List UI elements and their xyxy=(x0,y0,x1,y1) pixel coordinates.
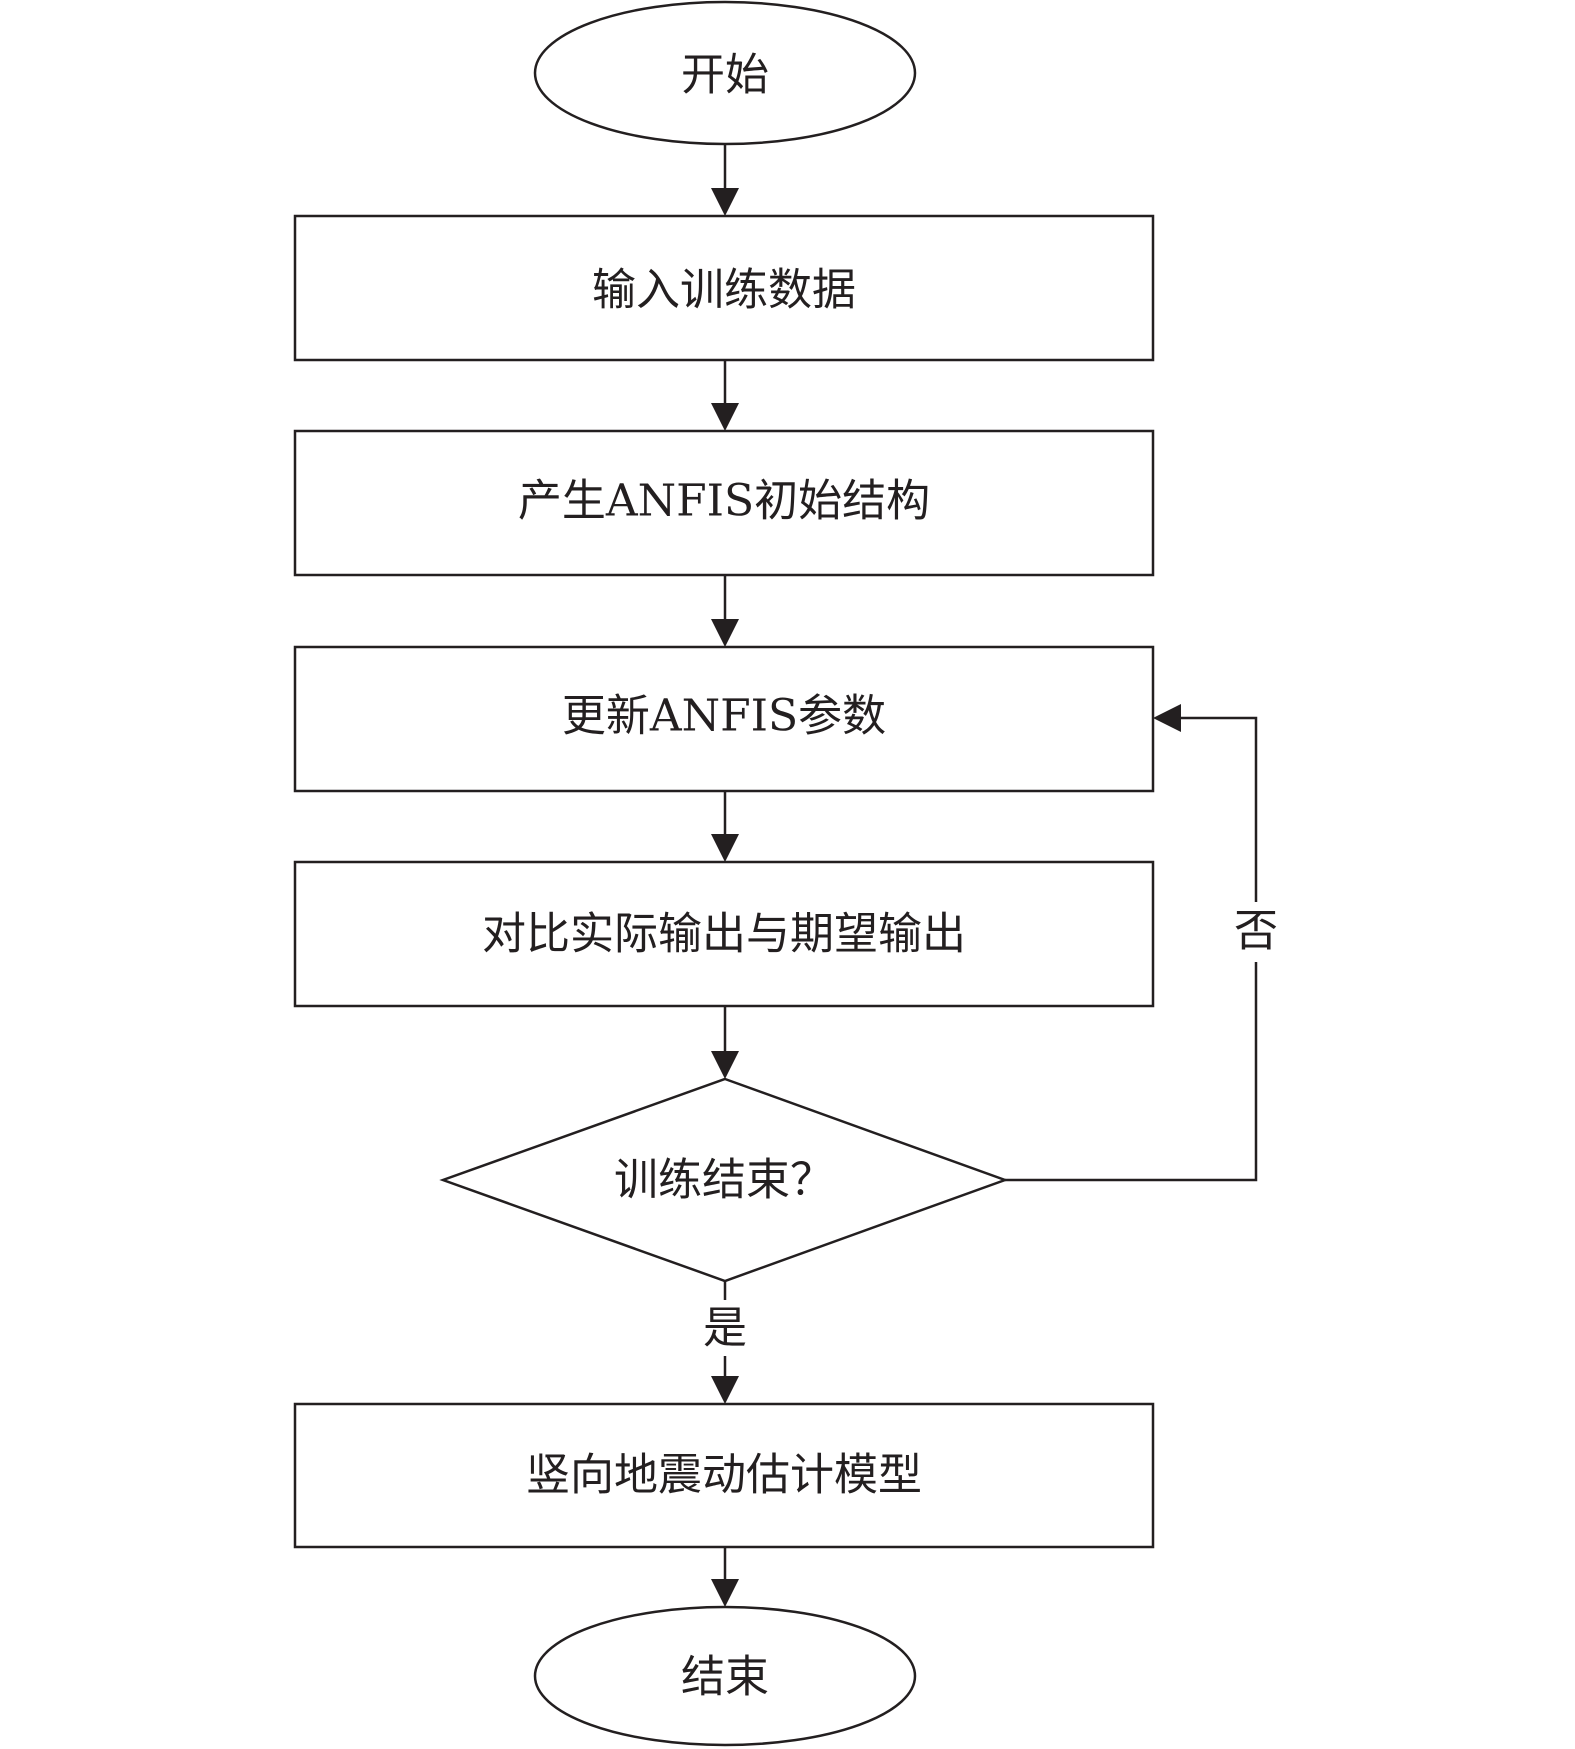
connector-update-to-compare xyxy=(711,791,739,862)
model-label: 竖向地震动估计模型 xyxy=(526,1450,922,1501)
arrow-down-icon xyxy=(711,1051,739,1079)
start-label: 开始 xyxy=(681,50,769,101)
connector-start-to-input xyxy=(711,144,739,216)
arrow-down-icon xyxy=(711,1376,739,1404)
compare-output-label: 对比实际输出与期望输出 xyxy=(482,909,966,960)
arrow-down-icon xyxy=(711,619,739,647)
arrow-down-icon xyxy=(711,188,739,216)
arrow-left-icon xyxy=(1153,704,1181,732)
init-structure-label: 产生ANFIS初始结构 xyxy=(518,476,930,527)
connector-input-to-init xyxy=(711,360,739,431)
connector-model-to-end xyxy=(711,1547,739,1607)
input-data-node: 输入训练数据 xyxy=(293,214,1155,362)
compare-output-node: 对比实际输出与期望输出 xyxy=(293,860,1155,1008)
no-label: 否 xyxy=(1234,906,1278,957)
end-node: 结束 xyxy=(533,1605,917,1747)
init-structure-node: 产生ANFIS初始结构 xyxy=(293,429,1155,577)
arrow-down-icon xyxy=(711,403,739,431)
yes-label: 是 xyxy=(703,1303,747,1354)
end-label: 结束 xyxy=(681,1652,769,1703)
model-node: 竖向地震动估计模型 xyxy=(293,1402,1155,1549)
decision-node: 训练结束？ xyxy=(439,1077,1009,1283)
connector-compare-to-decision xyxy=(711,1006,739,1079)
update-params-label: 更新ANFIS参数 xyxy=(562,691,886,742)
connector-yes-path: 是 xyxy=(699,1281,751,1404)
connector-init-to-update xyxy=(711,575,739,647)
arrow-down-icon xyxy=(711,1579,739,1607)
decision-label: 训练结束？ xyxy=(614,1155,834,1206)
start-node: 开始 xyxy=(533,0,917,146)
arrow-down-icon xyxy=(711,834,739,862)
connector-no-loop: 否 xyxy=(1005,704,1282,1182)
update-params-node: 更新ANFIS参数 xyxy=(293,645,1155,793)
input-data-label: 输入训练数据 xyxy=(592,265,856,316)
